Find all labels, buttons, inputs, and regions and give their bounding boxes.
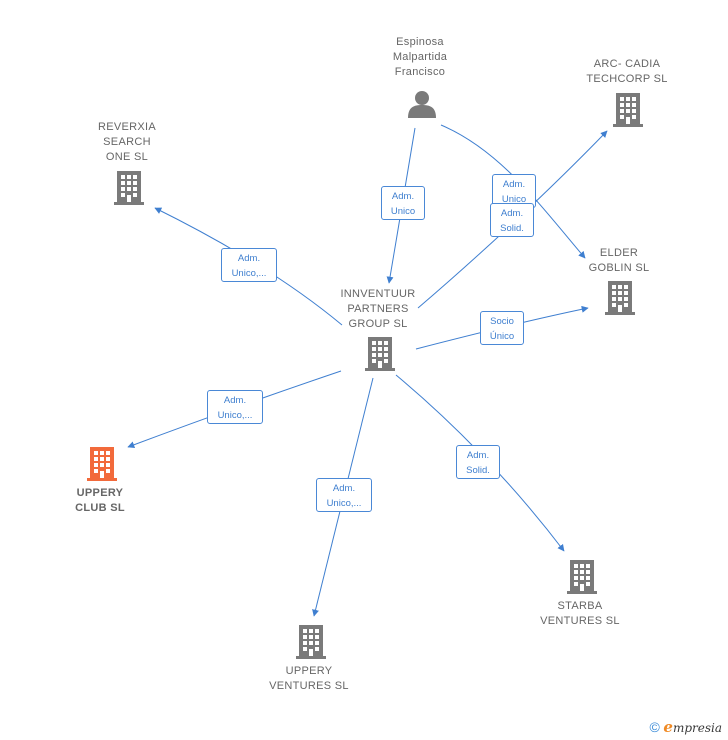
label-line: CLUB SL bbox=[75, 502, 125, 514]
label-line: PARTNERS bbox=[347, 303, 409, 315]
edge-label-innventuur-arc[interactable]: Adm. Solid. bbox=[490, 203, 534, 237]
building-icon-innventuur[interactable] bbox=[365, 337, 395, 371]
label-line: Malpartida bbox=[392, 51, 448, 63]
node-label-innventuur[interactable]: INNVENTUUR PARTNERS GROUP SL bbox=[318, 287, 438, 332]
brand-watermark: © empresia bbox=[649, 718, 722, 736]
label-line: GROUP SL bbox=[348, 318, 408, 330]
edge-label-line: Adm. bbox=[223, 395, 247, 406]
person-icon[interactable] bbox=[408, 91, 436, 118]
node-label-arc-cadia[interactable]: ARC- CADIA TECHCORP SL bbox=[567, 57, 687, 87]
building-icon-arc-cadia[interactable] bbox=[613, 93, 643, 127]
label-line: Francisco bbox=[394, 66, 446, 78]
edge-label-person-arc[interactable]: Adm. Unico bbox=[492, 174, 536, 208]
label-line: INNVENTUUR bbox=[340, 288, 416, 300]
edge-label-person-innventuur[interactable]: Adm. Unico bbox=[381, 186, 425, 220]
label-line: REVERXIA bbox=[97, 121, 157, 133]
edge-label-line: Adm. bbox=[500, 208, 524, 219]
edge-label-line: Unico bbox=[501, 194, 527, 205]
node-label-person[interactable]: Espinosa Malpartida Francisco bbox=[360, 35, 480, 80]
edge-label-innventuur-uppery-club[interactable]: Adm. Unico,... bbox=[207, 390, 263, 424]
edge-label-innventuur-reverxia[interactable]: Adm. Unico,... bbox=[221, 248, 277, 282]
label-line: GOBLIN SL bbox=[588, 262, 650, 274]
building-icon-uppery-ventures[interactable] bbox=[296, 625, 326, 659]
edge-label-line: Adm. bbox=[332, 483, 356, 494]
building-icon-uppery-club[interactable] bbox=[87, 447, 117, 481]
edge-label-line: Solid. bbox=[500, 223, 524, 234]
node-label-starba[interactable]: STARBA VENTURES SL bbox=[520, 599, 640, 629]
edge-label-innventuur-starba[interactable]: Adm. Solid. bbox=[456, 445, 500, 479]
edge-label-line: Adm. bbox=[466, 450, 490, 461]
edge-label-innventuur-uppery-ventures[interactable]: Adm. Unico,... bbox=[316, 478, 372, 512]
node-label-uppery-club[interactable]: UPPERY CLUB SL bbox=[40, 486, 160, 516]
edge-label-line: Adm. bbox=[502, 179, 526, 190]
label-line: ARC- CADIA bbox=[593, 58, 661, 70]
edge-label-line: Unico,... bbox=[217, 410, 253, 421]
label-line: UPPERY bbox=[285, 665, 333, 677]
edge-label-line: Socio bbox=[490, 316, 514, 327]
edge-label-innventuur-elder[interactable]: Socio Único bbox=[480, 311, 524, 345]
label-line: TECHCORP SL bbox=[586, 73, 668, 85]
edge-label-line: Unico bbox=[390, 206, 416, 217]
label-line: VENTURES SL bbox=[269, 680, 349, 692]
building-icon-starba[interactable] bbox=[567, 560, 597, 594]
node-label-reverxia[interactable]: REVERXIA SEARCH ONE SL bbox=[67, 120, 187, 165]
label-line: SEARCH bbox=[103, 136, 151, 148]
label-line: Espinosa bbox=[396, 36, 444, 48]
copyright-symbol: © bbox=[649, 719, 660, 735]
edge-label-line: Unico,... bbox=[231, 268, 267, 279]
label-line: UPPERY bbox=[76, 487, 124, 499]
label-line: STARBA bbox=[557, 600, 603, 612]
building-icon-elder[interactable] bbox=[605, 281, 635, 315]
edge-label-line: Solid. bbox=[466, 465, 490, 476]
node-label-uppery-ventures[interactable]: UPPERY VENTURES SL bbox=[249, 664, 369, 694]
label-line: ELDER bbox=[599, 247, 639, 259]
brand-initial: e bbox=[663, 718, 673, 736]
brand-name: mpresia bbox=[672, 721, 722, 735]
building-icon-reverxia[interactable] bbox=[114, 171, 144, 205]
label-line: VENTURES SL bbox=[540, 615, 620, 627]
node-label-elder[interactable]: ELDER GOBLIN SL bbox=[559, 246, 679, 276]
edge-label-line: Adm. bbox=[391, 191, 415, 202]
edge-label-line: Adm. bbox=[237, 253, 261, 264]
edge-label-line: Único bbox=[489, 331, 515, 342]
edge-label-line: Unico,... bbox=[326, 498, 362, 509]
label-line: ONE SL bbox=[105, 151, 149, 163]
